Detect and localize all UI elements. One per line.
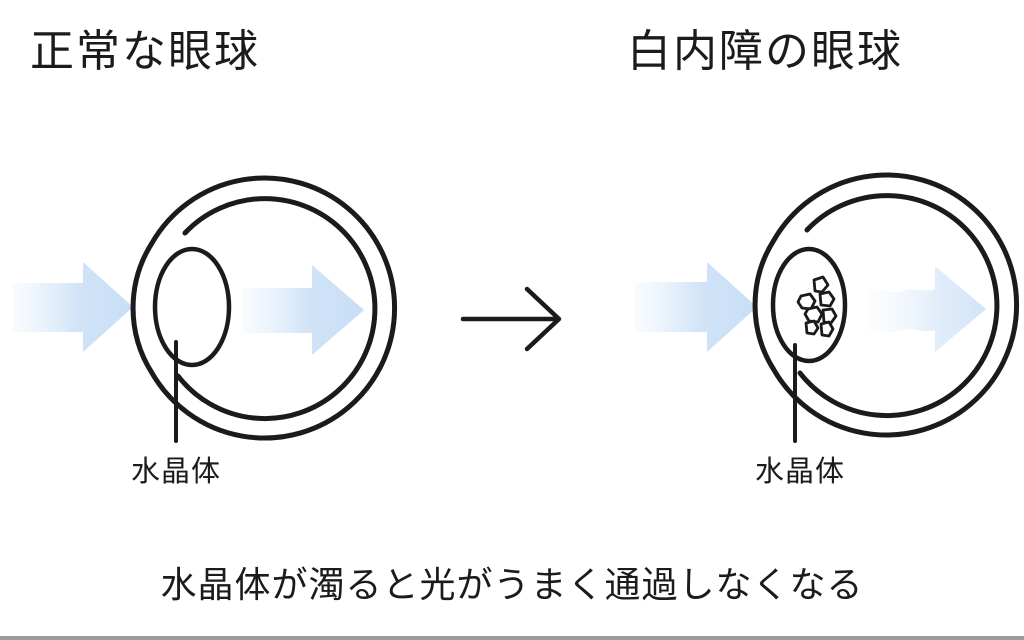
title-normal-eye: 正常な眼球 [30, 26, 260, 77]
lens-label-right: 水晶体 [754, 454, 845, 488]
lens-label-left: 水晶体 [130, 454, 221, 488]
eyeball-outline [130, 175, 398, 441]
bottom-bar [0, 636, 1024, 640]
caption: 水晶体が濁ると光がうまく通過しなくなる [160, 565, 864, 606]
incoming-light-arrow [13, 262, 133, 352]
inner-eye-outline [175, 196, 378, 422]
transmitted-light-arrow [242, 265, 364, 355]
incoming-light-arrow [635, 262, 757, 352]
lens-shape [152, 246, 232, 368]
inner-eye-outline [797, 193, 1000, 419]
transition-arrow [460, 286, 562, 352]
eyeball-outline [752, 172, 1020, 438]
blocked-light-arrow [867, 266, 986, 352]
cataract-eye-figure [635, 172, 1020, 443]
cataract-particles [796, 275, 838, 338]
normal-eye-figure [13, 175, 398, 443]
title-cataract-eye: 白内障の眼球 [627, 26, 903, 77]
